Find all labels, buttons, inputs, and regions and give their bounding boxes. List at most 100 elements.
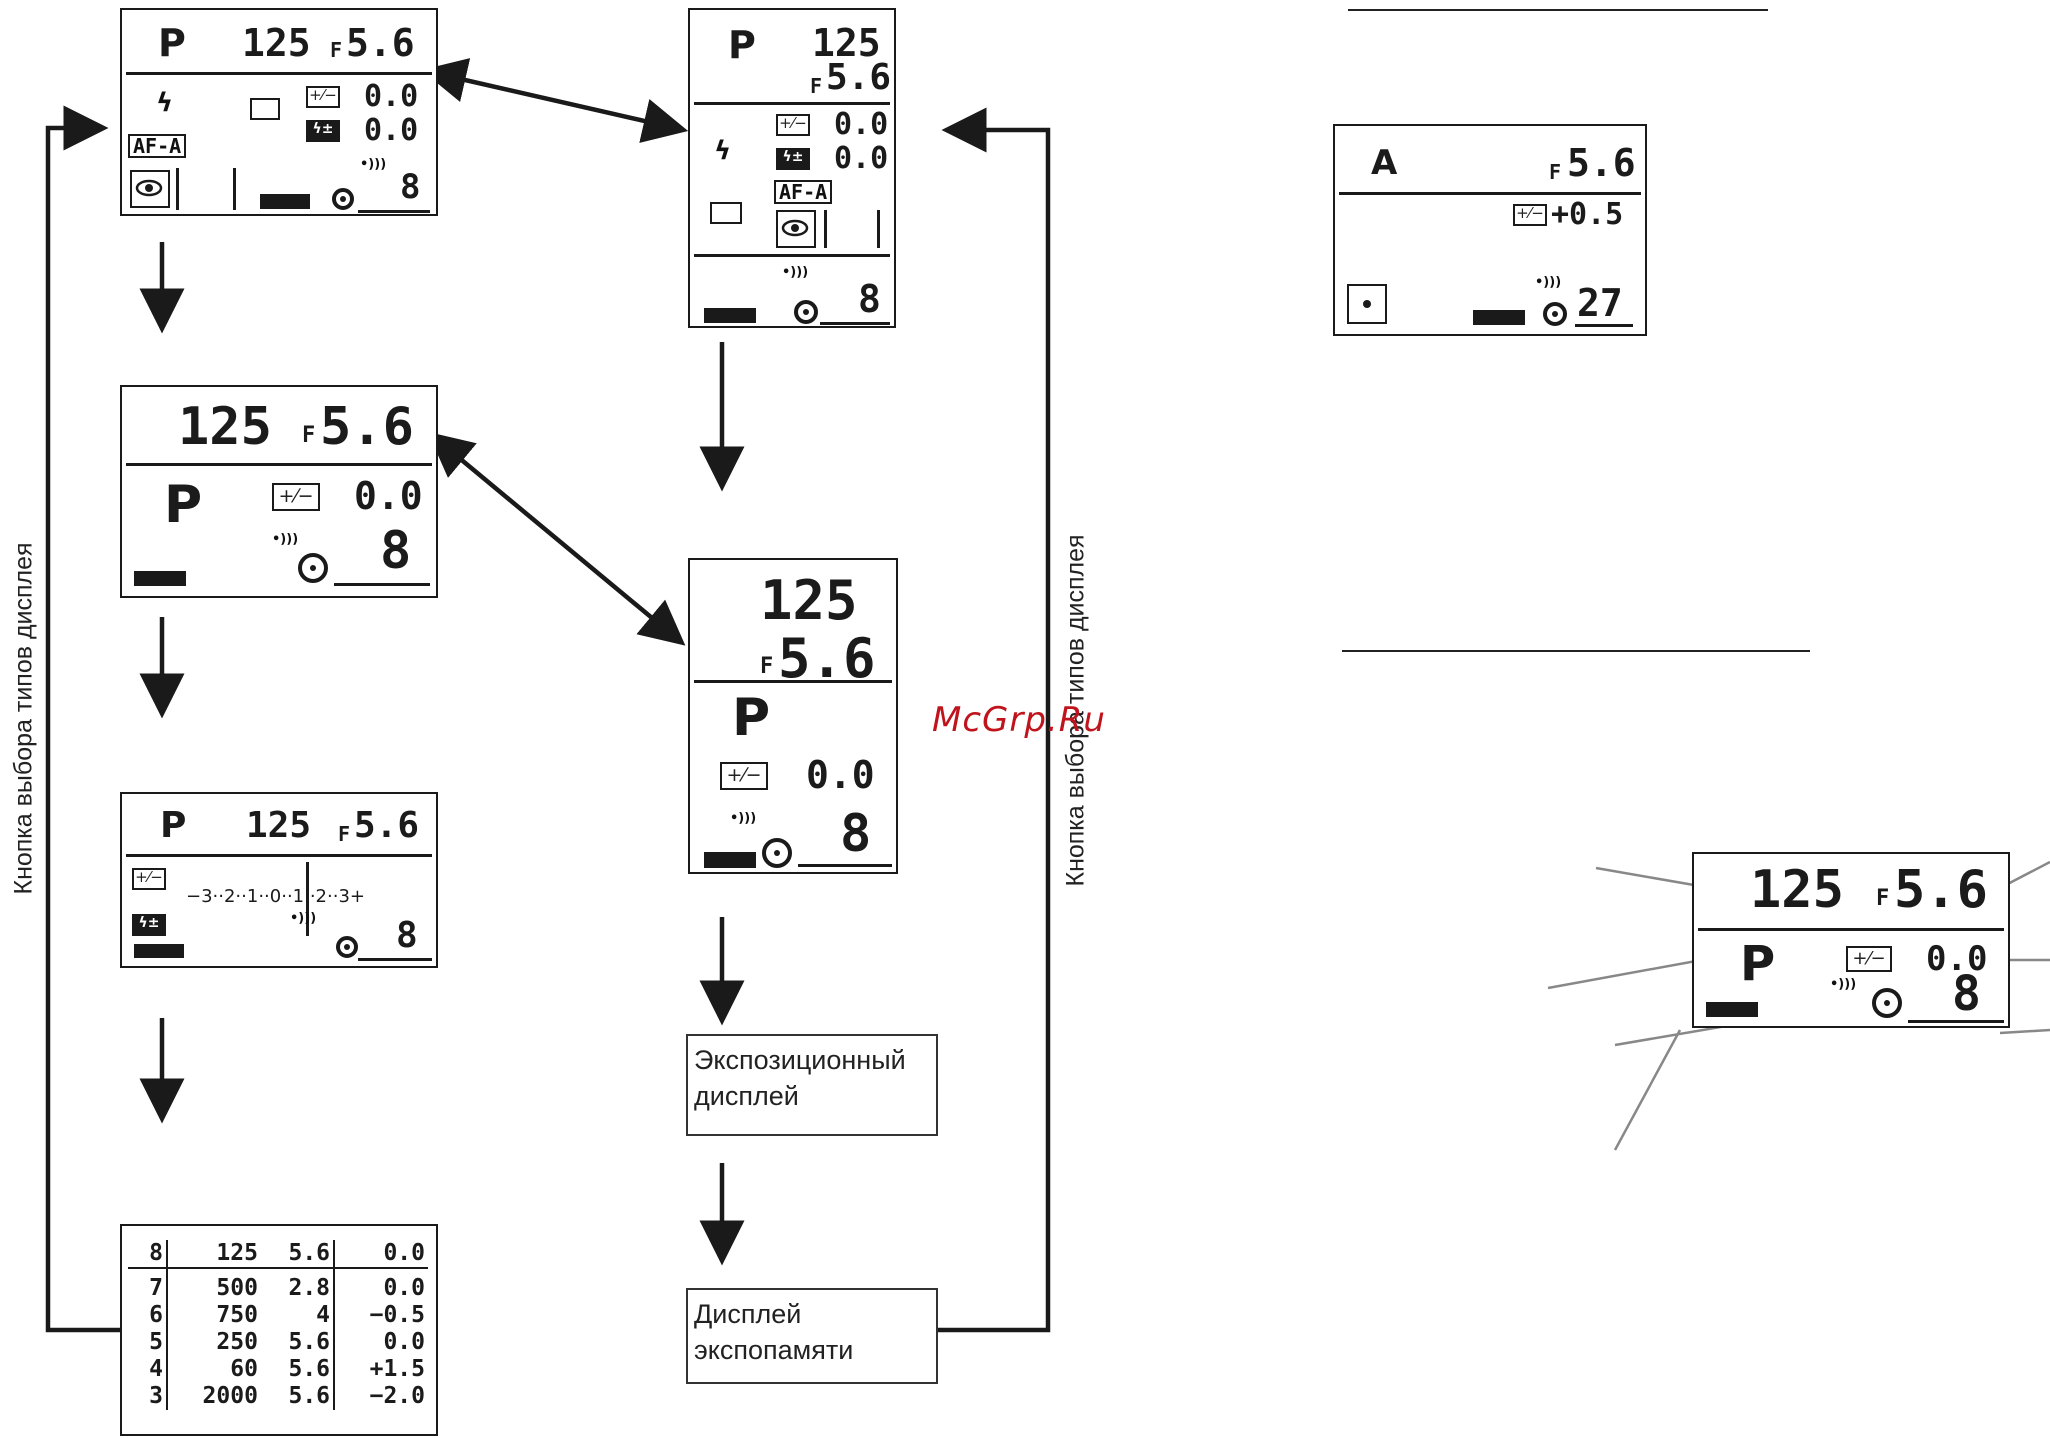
beep-icon: •)))	[290, 911, 317, 926]
af-mode-badge: AF-A	[774, 180, 833, 204]
divider	[126, 463, 432, 466]
beep-icon: •)))	[272, 532, 299, 547]
exposure-compensation-icon: +⁄−	[306, 86, 340, 108]
frame-count: 8	[396, 915, 418, 956]
film-counter-icon	[336, 936, 358, 958]
frame-count-underline	[358, 958, 432, 961]
beep-icon: •)))	[1830, 977, 1857, 992]
lcd-screen-aperture-priority: A F 5.6 +⁄− +0.5 •))) 27	[1333, 124, 1647, 336]
metering-icon	[776, 210, 816, 248]
divider	[126, 854, 432, 857]
drive-mode-icon	[250, 98, 280, 120]
shutter-speed: 125	[760, 569, 858, 632]
exposure-compensation-value: 0.0	[806, 753, 875, 797]
film-counter-icon	[762, 838, 792, 868]
scale-center-mark	[306, 862, 309, 936]
exposure-compensation-value: +0.5	[1551, 197, 1624, 232]
flash-compensation-value: 0.0	[834, 141, 889, 176]
aperture-value: 5.6	[320, 397, 414, 457]
lcd-screen-large-exposure: 125 F 5.6 P +⁄− 0.0 •))) 8	[120, 385, 438, 598]
film-counter-icon	[298, 553, 328, 583]
flash-icon: ϟ	[714, 136, 732, 166]
exposure-compensation-icon: +⁄−	[272, 483, 320, 511]
frame-count: 27	[1577, 281, 1623, 325]
watermark-text: McGrp.Ru	[932, 700, 1106, 740]
battery-icon	[134, 571, 186, 586]
battery-icon	[134, 944, 184, 958]
exposure-compensation-value: 0.0	[364, 79, 419, 114]
frame-count: 8	[400, 167, 421, 207]
flash-compensation-icon: ϟ±	[132, 914, 166, 936]
frame-count-underline	[1575, 324, 1633, 327]
memory-display-label: Дисплей экспопамяти	[686, 1288, 938, 1384]
shutter-speed: 125	[812, 21, 881, 65]
aperture-value: 5.6	[826, 57, 892, 98]
film-counter-icon	[794, 300, 818, 324]
shutter-speed: 125	[246, 805, 312, 846]
frame-count: 8	[858, 277, 881, 321]
flash-compensation-icon: ϟ±	[776, 148, 810, 170]
mode-indicator: P	[1740, 936, 1776, 992]
flash-compensation-icon: ϟ±	[306, 120, 340, 142]
callout-line-7	[1999, 1028, 2050, 1035]
exposure-display-label: Экспозиционный дисплей	[686, 1034, 938, 1136]
aperture-prefix: F	[338, 822, 351, 846]
af-mode-badge: AF-A	[128, 134, 187, 158]
aperture-value: 5.6	[354, 805, 420, 846]
divider-top	[694, 102, 890, 105]
exposure-compensation-icon: +⁄−	[1846, 946, 1892, 972]
metering-icon	[130, 170, 170, 208]
callout-line-4	[1613, 1029, 1682, 1151]
mode-indicator: P	[732, 688, 771, 748]
frame-count-underline	[358, 210, 430, 213]
beep-icon: •)))	[782, 265, 809, 280]
exposure-compensation-value: 0.0	[354, 474, 423, 518]
exposure-compensation-icon: +⁄−	[776, 114, 810, 136]
table-header-row: 8 125 5.6 0.0	[128, 1240, 428, 1269]
aperture-value: 5.6	[1567, 141, 1636, 185]
frame-count: 8	[380, 521, 412, 581]
shutter-speed: 125	[1750, 860, 1844, 920]
lcd-screen-full-info: P 125 F 5.6 ϟ +⁄− 0.0 ϟ± 0.0 AF-A •))) 8	[120, 8, 438, 216]
double-arrow-top	[421, 58, 689, 143]
mode-indicator: P	[728, 23, 756, 67]
frame-count-underline	[820, 322, 890, 325]
battery-icon	[260, 194, 310, 209]
lcd-screen-vertical-full-info: P 125 F 5.6 ϟ +⁄− 0.0 ϟ± 0.0 AF-A •))) 8	[688, 8, 896, 328]
frame-count: 8	[1952, 966, 1981, 1022]
beep-icon: •)))	[730, 811, 757, 826]
battery-icon	[1473, 310, 1525, 325]
frame-count-underline	[1908, 1020, 2004, 1023]
spot-metering-icon	[1347, 284, 1387, 324]
left-button-caption: Кнопка выбора типов дисплея	[9, 542, 38, 895]
film-counter-icon	[1872, 988, 1902, 1018]
exposure-compensation-icon: +⁄−	[132, 868, 166, 890]
frame-count-underline	[798, 864, 892, 867]
shutter-speed: 125	[178, 397, 272, 457]
film-counter-icon	[1543, 302, 1567, 326]
lcd-screen-vertical-large-exposure: 125 F 5.6 P +⁄− 0.0 •))) 8	[688, 558, 898, 874]
divider-bottom	[694, 254, 890, 257]
lcd-screen-exposure-scale: P 125 F 5.6 +⁄− ϟ± −3··2··1··0··1··2··3+…	[120, 792, 438, 968]
af-area-bracket-icon	[176, 168, 236, 210]
aperture-prefix: F	[330, 38, 343, 62]
exposure-compensation-value: 0.0	[834, 107, 889, 142]
exposure-compensation-value: 0.0	[1926, 939, 1988, 979]
double-arrow-middle	[427, 431, 686, 646]
aperture-prefix: F	[1876, 886, 1890, 911]
frame-count: 8	[840, 804, 872, 864]
aperture-prefix: F	[760, 654, 774, 679]
divider	[1698, 928, 2004, 931]
aperture-prefix: F	[810, 74, 823, 98]
battery-icon	[704, 852, 756, 868]
battery-icon	[704, 308, 756, 323]
frame-count-underline	[334, 583, 430, 586]
beep-icon: •)))	[1535, 275, 1562, 290]
eye-icon	[781, 219, 809, 237]
exposure-scale: −3··2··1··0··1··2··3+	[186, 886, 365, 907]
